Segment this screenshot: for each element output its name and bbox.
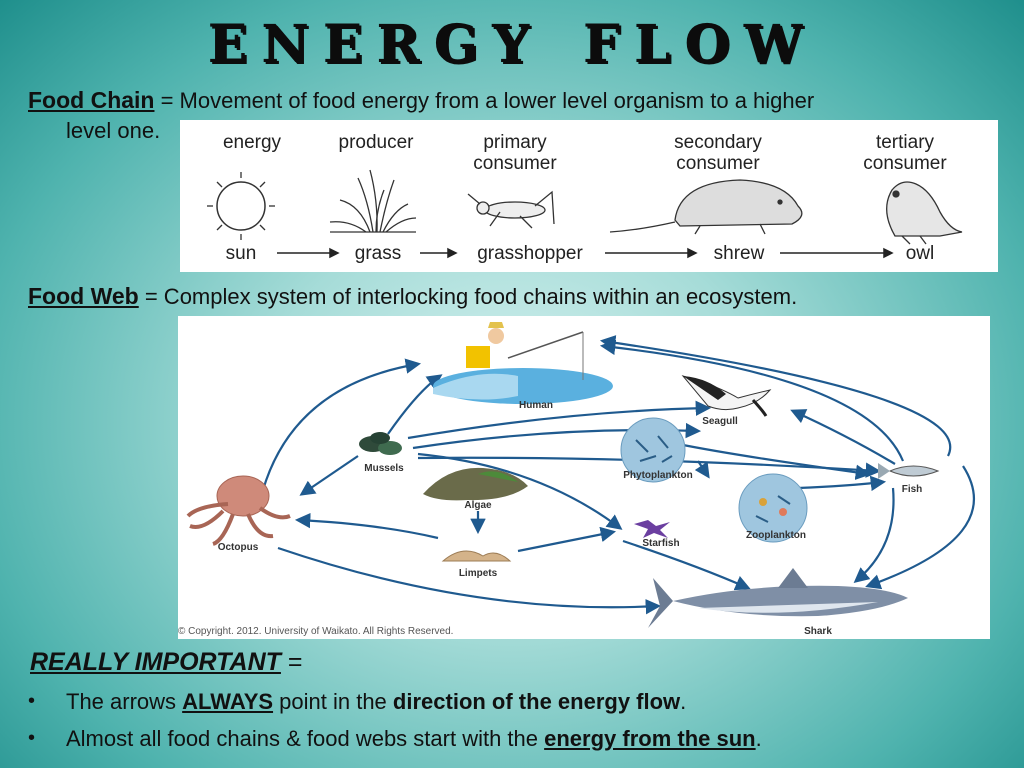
bullet-1-marker: • — [28, 690, 36, 712]
algae-icon — [423, 467, 528, 501]
web-label-fish: Fish — [902, 484, 923, 495]
sun-icon — [207, 172, 275, 240]
food-chain-text-cont: level one. — [66, 118, 161, 143]
seagull-icon — [681, 375, 772, 417]
bullet-2-period: . — [755, 726, 762, 751]
food-web-term: Food Web — [28, 283, 139, 309]
octopus-icon — [186, 475, 291, 546]
web-label-mussels: Mussels — [364, 463, 404, 474]
bullet-1-text-a: The arrows — [66, 689, 183, 714]
bullet-1-always: ALWAYS — [182, 689, 274, 714]
web-label-seagull: Seagull — [702, 416, 738, 427]
bullet-2-energy-from-sun: energy from the sun — [544, 726, 756, 751]
web-label-human: Human — [519, 400, 553, 411]
organism-label-owl: owl — [906, 243, 935, 264]
organism-label-grasshopper: grasshopper — [477, 243, 583, 264]
owl-icon — [886, 181, 963, 245]
food-chain-term: Food Chain — [28, 87, 155, 113]
zooplankton-icon — [738, 473, 808, 543]
grasshopper-icon — [467, 190, 555, 229]
food-chain-text: = Movement of food energy from a lower l… — [154, 88, 815, 113]
food-web-definition: Food Web = Complex system of interlockin… — [28, 282, 797, 311]
web-label-starfish: Starfish — [642, 538, 679, 549]
food-web-text: = Complex system of interlocking food ch… — [138, 284, 798, 309]
web-node-labels: HumanSeagullMusselsPhytoplanktonFishAlga… — [218, 400, 923, 637]
bullet-1: The arrows ALWAYS point in the direction… — [66, 689, 686, 715]
web-arrows — [258, 335, 975, 615]
starfish-icon — [634, 520, 670, 538]
bullet-1-text-b: point in the — [273, 689, 393, 714]
phytoplankton-icon — [620, 417, 686, 483]
important-label: REALLY IMPORTANT — [30, 648, 281, 676]
shark-icon — [648, 568, 908, 628]
organism-label-grass: grass — [355, 243, 401, 264]
web-label-phytoplankton: Phytoplankton — [623, 470, 692, 481]
organism-label-shrew: shrew — [714, 243, 765, 264]
important-heading: REALLY IMPORTANT = — [30, 648, 302, 677]
limpets-icon — [441, 550, 512, 562]
web-label-shark: Shark — [804, 626, 832, 637]
page-title: Energy Flow — [207, 0, 817, 80]
web-label-algae: Algae — [464, 500, 492, 511]
bullet-1-period: . — [680, 689, 687, 714]
web-label-limpets: Limpets — [459, 568, 498, 579]
organism-labels: sun grass grasshopper shrew owl — [226, 243, 935, 264]
level-label-4: tertiary — [876, 132, 935, 153]
important-equals: = — [280, 648, 303, 676]
level-label-3: secondary — [674, 132, 762, 153]
organism-label-sun: sun — [226, 243, 257, 264]
grass-icon — [329, 169, 417, 233]
web-label-octopus: Octopus — [218, 542, 259, 553]
bullet-2-text: Almost all food chains & food webs start… — [66, 726, 545, 751]
level-label-4: consumer — [863, 153, 947, 174]
chain-arrows — [277, 247, 894, 259]
level-label-0: energy — [223, 132, 282, 153]
human-icon — [433, 322, 613, 404]
web-label-zooplankton: Zooplankton — [746, 530, 806, 541]
shrew-icon — [609, 179, 803, 235]
mussels-icon — [359, 432, 402, 455]
level-label-2: consumer — [473, 153, 557, 174]
food-chain-definition: Food Chain = Movement of food energy fro… — [28, 86, 814, 115]
bullet-2-marker: • — [28, 727, 36, 749]
level-label-2: primary — [483, 132, 547, 153]
copyright-notice: © Copyright. 2012. University of Waikato… — [178, 626, 453, 637]
level-label-3: consumer — [676, 153, 760, 174]
bullet-1-direction: direction of the energy flow — [392, 689, 681, 714]
fish-icon — [878, 463, 940, 479]
level-label-1: producer — [339, 132, 415, 153]
bullet-2: Almost all food chains & food webs start… — [66, 726, 762, 752]
